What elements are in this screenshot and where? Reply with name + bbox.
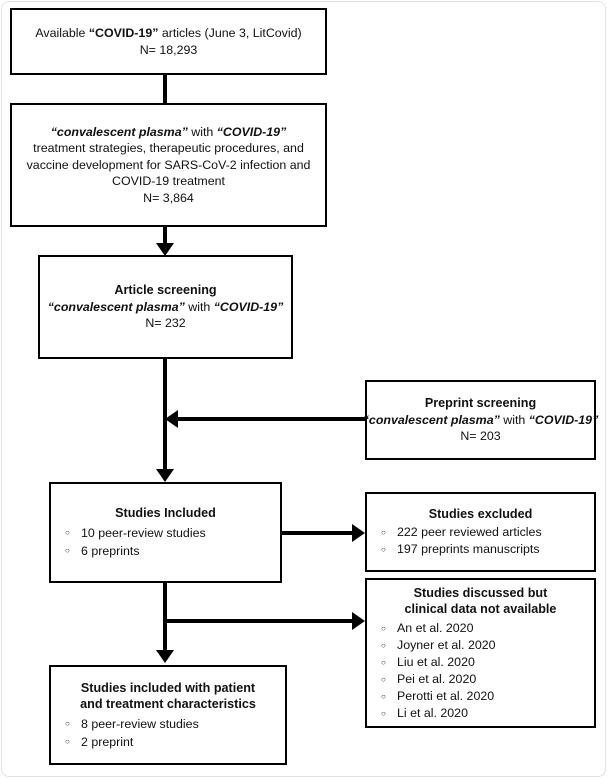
available-articles-line1: Available “COVID-19” articles (June 3, L…	[28, 25, 308, 42]
box-studies-discussed: Studies discussed but clinical data not …	[365, 578, 596, 728]
box-studies-excluded: Studies excluded 222 peer reviewed artic…	[365, 492, 596, 572]
list-item: 222 peer reviewed articles	[381, 524, 588, 542]
connector-included-to-final-line	[163, 583, 167, 653]
article-screening-count: N= 232	[145, 316, 186, 331]
box-preprint-screening: Preprint screening “convalescent plasma”…	[363, 380, 598, 460]
preprint-screening-term-covid: “COVID-19”	[528, 412, 599, 427]
studies-discussed-list: An et al. 2020 Joyner et al. 2020 Liu et…	[367, 620, 594, 723]
article-screening-term-covid: “COVID-19”	[213, 299, 284, 314]
article-screening-term-plasma: “convalescent plasma”	[47, 299, 185, 314]
arrow-included-to-excluded	[352, 524, 365, 542]
list-item: 197 preprints manuscripts	[381, 541, 588, 559]
available-articles-term: “COVID-19”	[88, 26, 159, 40]
connector-trunk-to-discussed-line	[163, 619, 352, 623]
arrow-included-to-final	[156, 650, 174, 663]
search-strategy-line4: COVID-19 treatment	[112, 174, 225, 189]
article-screening-line1: “convalescent plasma” with “COVID-19”	[41, 299, 291, 316]
list-item: Liu et al. 2020	[381, 654, 588, 672]
list-item: An et al. 2020	[381, 620, 588, 638]
list-item: Joyner et al. 2020	[381, 637, 588, 655]
search-strategy-line2: treatment strategies, therapeutic proced…	[33, 141, 304, 156]
box-search-strategy: “convalescent plasma” with “COVID-19” tr…	[10, 103, 327, 227]
search-strategy-term-covid: “COVID-19”	[216, 124, 287, 139]
preprint-screening-count: N= 203	[460, 429, 501, 444]
box-studies-included: Studies Included 10 peer-review studies …	[49, 482, 282, 583]
list-item: Perotti et al. 2020	[381, 688, 588, 706]
list-item: 10 peer-review studies	[65, 524, 274, 542]
article-screening-header: Article screening	[114, 283, 217, 298]
search-strategy-conjunction: with	[187, 124, 217, 139]
studies-included-list: 10 peer-review studies 6 preprints	[51, 524, 280, 560]
article-screening-conjunction: with	[184, 299, 214, 314]
connector-preprint-to-trunk-line	[178, 417, 366, 421]
list-item: Pei et al. 2020	[381, 671, 588, 689]
available-articles-count: N= 18,293	[139, 42, 198, 57]
search-strategy-term-plasma: “convalescent plasma”	[50, 124, 188, 139]
studies-included-header: Studies Included	[115, 506, 216, 521]
studies-excluded-list: 222 peer reviewed articles 197 preprints…	[367, 524, 594, 559]
preprint-screening-conjunction: with	[499, 412, 529, 427]
connector-included-to-excluded-line	[280, 531, 352, 535]
box-final-included: Studies included with patient and treatm…	[49, 665, 287, 765]
studies-discussed-header-line2: clinical data not available	[404, 602, 557, 616]
arrow-preprint-to-trunk	[165, 410, 178, 428]
list-item: 6 preprints	[65, 542, 274, 560]
search-strategy-count: N= 3,864	[143, 190, 194, 205]
connector-search-to-screening-line	[163, 227, 167, 246]
list-item: 8 peer-review studies	[65, 715, 279, 733]
arrow-trunk-to-discussed	[352, 612, 365, 630]
available-articles-text-a: Available	[35, 26, 89, 40]
box-available-articles: Available “COVID-19” articles (June 3, L…	[10, 8, 327, 75]
search-strategy-line3: vaccine development for SARS-CoV-2 infec…	[26, 157, 311, 172]
final-included-list: 8 peer-review studies 2 preprint	[51, 715, 285, 751]
available-articles-text-c: articles (June 3, LitCovid)	[158, 26, 302, 40]
preprint-screening-header: Preprint screening	[424, 396, 537, 411]
final-included-header-line1: Studies included with patient	[80, 680, 256, 695]
final-included-header-line2: and treatment characteristics	[80, 697, 256, 711]
list-item: Li et al. 2020	[381, 705, 588, 723]
arrow-search-to-screening	[156, 243, 174, 256]
connector-available-to-search	[163, 75, 167, 104]
preprint-screening-line1: “convalescent plasma” with “COVID-19”	[356, 412, 606, 429]
arrow-screening-to-included	[156, 469, 174, 482]
list-item: 2 preprint	[65, 733, 279, 751]
search-strategy-line1: “convalescent plasma” with “COVID-19”	[44, 124, 294, 141]
studies-excluded-header: Studies excluded	[428, 506, 533, 521]
box-article-screening: Article screening “convalescent plasma” …	[38, 255, 293, 359]
studies-discussed-header-line1: Studies discussed but	[413, 585, 548, 600]
preprint-screening-term-plasma: “convalescent plasma”	[362, 412, 500, 427]
